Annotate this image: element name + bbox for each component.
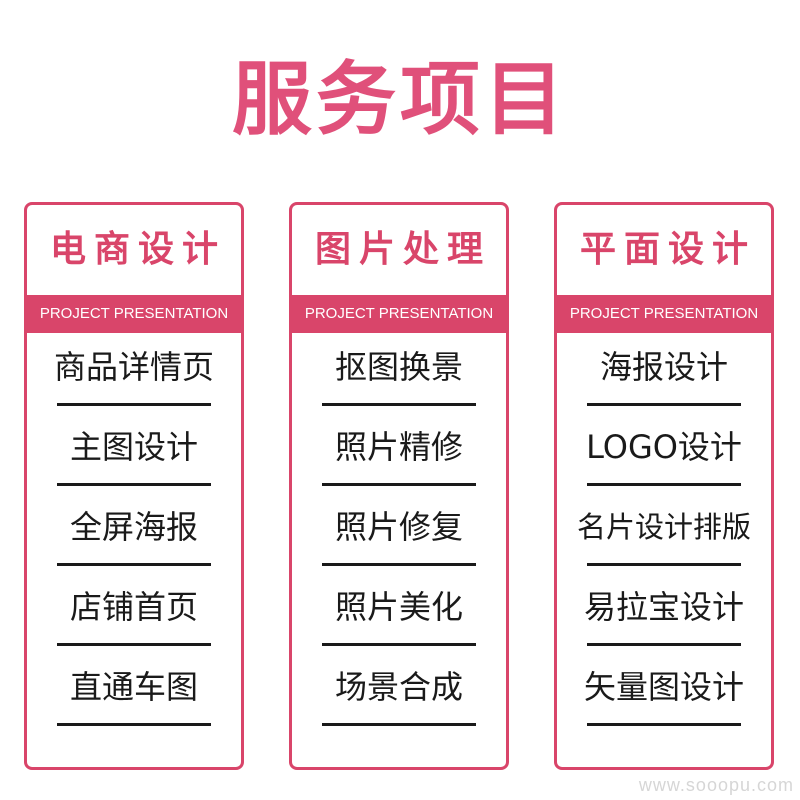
item-label: 抠图换景 bbox=[334, 348, 463, 386]
item-label: 商品详情页 bbox=[53, 348, 214, 386]
list-item: 照片精修 bbox=[292, 413, 506, 493]
service-list: 海报设计 LOGO设计 名片设计排版 易拉宝设计 矢量图设计 bbox=[557, 333, 771, 733]
item-label: 海报设计 bbox=[599, 348, 728, 386]
item-label: 店铺首页 bbox=[69, 588, 198, 626]
item-divider bbox=[57, 403, 211, 406]
card-band: PROJECT PRESENTATION bbox=[557, 295, 771, 333]
list-item: 照片修复 bbox=[292, 493, 506, 573]
item-label: 名片设计排版 bbox=[576, 510, 751, 544]
list-item: 主图设计 bbox=[27, 413, 241, 493]
page-title: 服务项目 bbox=[232, 53, 568, 146]
service-card-photo-editing: 图片处理 PROJECT PRESENTATION 抠图换景 照片精修 照片修复… bbox=[289, 202, 509, 770]
item-divider bbox=[587, 643, 741, 646]
item-divider bbox=[322, 723, 476, 726]
item-divider bbox=[587, 483, 741, 486]
card-title: 图片处理 bbox=[314, 229, 491, 270]
item-divider bbox=[57, 723, 211, 726]
service-card-ecommerce: 电商设计 PROJECT PRESENTATION 商品详情页 主图设计 全屏海… bbox=[24, 202, 244, 770]
service-list: 商品详情页 主图设计 全屏海报 店铺首页 直通车图 bbox=[27, 333, 241, 733]
card-title: 电商设计 bbox=[49, 229, 226, 270]
list-item: 店铺首页 bbox=[27, 573, 241, 653]
list-item: 场景合成 bbox=[292, 653, 506, 733]
list-item: 商品详情页 bbox=[27, 333, 241, 413]
item-divider bbox=[587, 403, 741, 406]
item-divider bbox=[57, 483, 211, 486]
list-item: 照片美化 bbox=[292, 573, 506, 653]
item-divider bbox=[57, 643, 211, 646]
item-label: 照片精修 bbox=[334, 428, 463, 466]
item-label: 全屏海报 bbox=[69, 508, 198, 546]
list-item: 易拉宝设计 bbox=[557, 573, 771, 653]
card-title: 平面设计 bbox=[579, 229, 756, 270]
item-label: 直通车图 bbox=[69, 668, 198, 706]
item-divider bbox=[322, 483, 476, 486]
item-divider bbox=[57, 563, 211, 566]
list-item: 名片设计排版 bbox=[557, 493, 771, 573]
list-item: 直通车图 bbox=[27, 653, 241, 733]
watermark-text: www.sooopu.com bbox=[638, 775, 794, 795]
list-item: 抠图换景 bbox=[292, 333, 506, 413]
item-label: 照片修复 bbox=[334, 508, 463, 546]
item-divider bbox=[587, 563, 741, 566]
list-item: 全屏海报 bbox=[27, 493, 241, 573]
item-divider bbox=[587, 723, 741, 726]
item-divider bbox=[322, 563, 476, 566]
item-label: 照片美化 bbox=[334, 588, 463, 626]
item-label: LOGO设计 bbox=[586, 428, 742, 466]
service-list: 抠图换景 照片精修 照片修复 照片美化 场景合成 bbox=[292, 333, 506, 733]
item-label: 易拉宝设计 bbox=[583, 588, 744, 626]
list-item: 海报设计 bbox=[557, 333, 771, 413]
item-label: 矢量图设计 bbox=[583, 668, 744, 706]
card-band: PROJECT PRESENTATION bbox=[27, 295, 241, 333]
item-label: 主图设计 bbox=[69, 428, 198, 466]
item-divider bbox=[322, 643, 476, 646]
item-divider bbox=[322, 403, 476, 406]
item-label: 场景合成 bbox=[334, 668, 463, 706]
card-band: PROJECT PRESENTATION bbox=[292, 295, 506, 333]
list-item: 矢量图设计 bbox=[557, 653, 771, 733]
service-card-graphic-design: 平面设计 PROJECT PRESENTATION 海报设计 LOGO设计 名片… bbox=[554, 202, 774, 770]
list-item: LOGO设计 bbox=[557, 413, 771, 493]
